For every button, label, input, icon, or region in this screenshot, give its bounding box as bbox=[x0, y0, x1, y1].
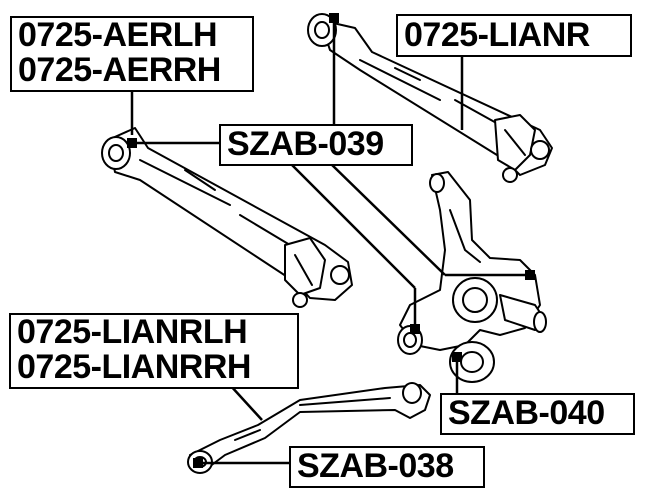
part-number-lianr: 0725-LIANR bbox=[404, 16, 590, 54]
part-number-lianrrh: 0725-LIANRRH bbox=[17, 348, 251, 386]
leader-line-szab039-knuckle-a bbox=[289, 162, 416, 289]
part-label-lianrlh: 0725-LIANRLH 0725-LIANRRH bbox=[9, 313, 299, 389]
marker-szab039-top bbox=[329, 13, 339, 23]
marker-szab039-bushing bbox=[410, 324, 420, 334]
part-label-szab040: SZAB-040 bbox=[440, 393, 635, 435]
knuckle-hub-part bbox=[397, 171, 547, 383]
part-label-szab039: SZAB-039 bbox=[219, 124, 413, 166]
leader-line-szab039-knuckle-b bbox=[329, 162, 446, 276]
marker-szab040 bbox=[452, 352, 462, 362]
part-number-lianrlh: 0725-LIANRLH bbox=[17, 313, 248, 351]
leader-line-lianr-arm bbox=[229, 384, 263, 421]
marker-aer bbox=[127, 138, 137, 148]
upper-arm-left-part bbox=[101, 127, 353, 308]
upper-arm-right-part bbox=[307, 13, 553, 183]
part-number-aerlh: 0725-AERLH bbox=[18, 16, 218, 54]
lower-trailing-arm-part bbox=[187, 382, 431, 474]
part-number-aerrh: 0725-AERRH bbox=[18, 51, 221, 89]
part-label-szab038: SZAB-038 bbox=[289, 446, 485, 488]
part-number-szab039: SZAB-039 bbox=[227, 125, 384, 163]
part-number-szab038: SZAB-038 bbox=[297, 447, 454, 485]
marker-szab039-hub bbox=[525, 270, 535, 280]
part-number-szab040: SZAB-040 bbox=[448, 394, 605, 432]
marker-szab038 bbox=[193, 458, 203, 468]
part-label-aer: 0725-AERLH 0725-AERRH bbox=[10, 16, 254, 92]
part-label-lianr: 0725-LIANR bbox=[396, 14, 632, 57]
